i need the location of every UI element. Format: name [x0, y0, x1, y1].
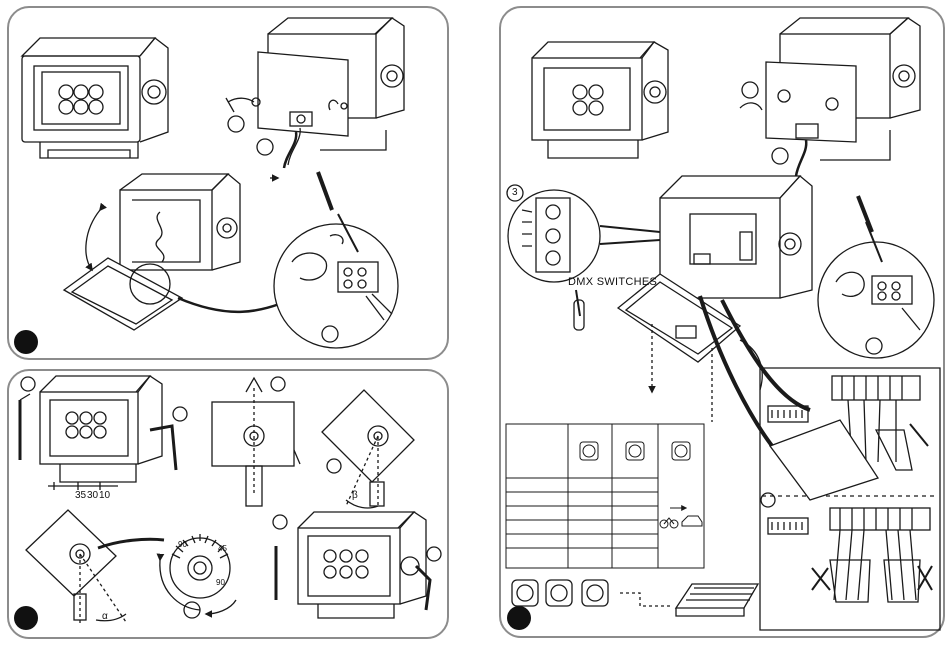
fixture-tilt-alpha	[26, 510, 164, 624]
fixture-open-wiring	[64, 174, 290, 330]
angle-label-30: 30	[87, 490, 98, 501]
fixture4-front-view	[532, 42, 668, 158]
fixture-side-tilt	[212, 377, 300, 506]
dmx-console-icon	[676, 584, 758, 616]
fixture4-open-dmx	[618, 176, 812, 456]
dial-label-90-right: 90	[216, 578, 225, 587]
angle-label-35: 35	[75, 490, 86, 501]
wiring-detail-box	[760, 368, 940, 630]
step-number-3: 3	[512, 187, 518, 198]
dial-label-45: 45	[218, 544, 227, 553]
fixture-lid-removal	[226, 18, 404, 178]
dmx-switches-label: DMX SWITCHES	[568, 276, 657, 288]
dial-label-90-left: 90	[178, 540, 187, 549]
fixture-tilt-beta	[322, 390, 414, 508]
fixture-aim-front	[20, 376, 187, 490]
angle-label-10: 10	[99, 490, 110, 501]
fixture-aim-final	[273, 512, 441, 618]
beta-label: β	[352, 490, 358, 501]
fixture4-lid-removal	[740, 18, 920, 176]
terminal-zoom-detail	[274, 172, 398, 348]
dmx-address-table	[506, 424, 704, 568]
fixture-front-view	[22, 38, 168, 158]
rotary-switches	[512, 580, 672, 606]
alpha-label: α	[102, 611, 108, 622]
terminal-zoom-right	[818, 196, 934, 358]
